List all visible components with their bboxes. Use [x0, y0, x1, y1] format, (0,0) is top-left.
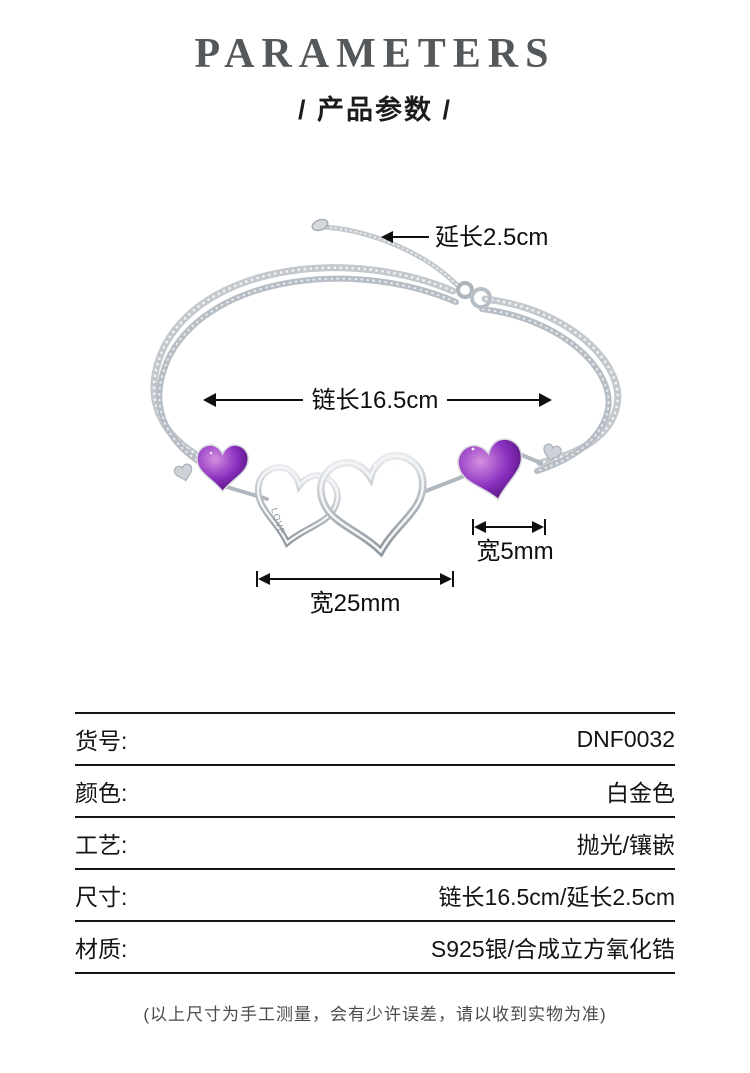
spec-label: 工艺:: [75, 832, 128, 858]
spec-value: 链长16.5cm/延长2.5cm: [438, 884, 675, 910]
product-diagram: LOVE 延长2.5cm 链: [75, 187, 675, 637]
chain-length-label: 链长16.5cm: [312, 387, 439, 414]
spec-value: S925银/合成立方氧化锆: [430, 936, 675, 962]
spec-label: 材质:: [75, 936, 128, 962]
spec-row-size: 尺寸: 链长16.5cm/延长2.5cm: [75, 868, 675, 920]
spec-value: DNF0032: [576, 725, 675, 752]
spec-value: 白金色: [606, 780, 675, 806]
interlocked-hearts-charm: LOVE: [248, 452, 432, 558]
spec-label: 货号:: [75, 728, 128, 754]
width-25mm-measure: 宽25mm: [256, 571, 454, 617]
purple-heart-right: [453, 434, 531, 507]
header: PARAMETERS / 产品参数 /: [0, 0, 750, 127]
extension-measure: 延长2.5cm: [381, 224, 548, 251]
spec-table: 货号: DNF0032 颜色: 白金色 工艺: 抛光/镶嵌 尺寸: 链长16.5…: [75, 712, 675, 974]
chain-tag: [311, 218, 329, 232]
bracelet-chain: [150, 264, 622, 477]
spec-label: 颜色:: [75, 780, 128, 806]
clasp: [456, 281, 492, 309]
width-5mm-measure: 宽5mm: [472, 519, 554, 565]
bracelet-image: LOVE 延长2.5cm 链: [150, 218, 622, 617]
extension-chain: [311, 218, 460, 288]
spec-row-color: 颜色: 白金色: [75, 764, 675, 816]
zircon-accents: [209, 441, 489, 455]
measurement-note: (以上尺寸为手工测量，会有少许误差，请以收到实物为准): [143, 1005, 607, 1024]
spec-value: 抛光/镶嵌: [576, 832, 675, 858]
chain-length-measure: 链长16.5cm: [203, 387, 552, 414]
spec-row-material: 材质: S925银/合成立方氧化锆: [75, 920, 675, 972]
page-title-cn: / 产品参数 /: [297, 95, 452, 125]
page-title-en: PARAMETERS: [194, 31, 556, 77]
spec-label: 尺寸:: [75, 884, 128, 910]
width-small-label: 宽5mm: [476, 538, 553, 565]
width-large-label: 宽25mm: [310, 590, 401, 617]
spec-row-item-number: 货号: DNF0032: [75, 712, 675, 764]
extension-label: 延长2.5cm: [435, 224, 548, 251]
purple-heart-left: [196, 444, 249, 493]
spec-row-craft: 工艺: 抛光/镶嵌: [75, 816, 675, 868]
small-heart-charm-left: [172, 462, 195, 484]
